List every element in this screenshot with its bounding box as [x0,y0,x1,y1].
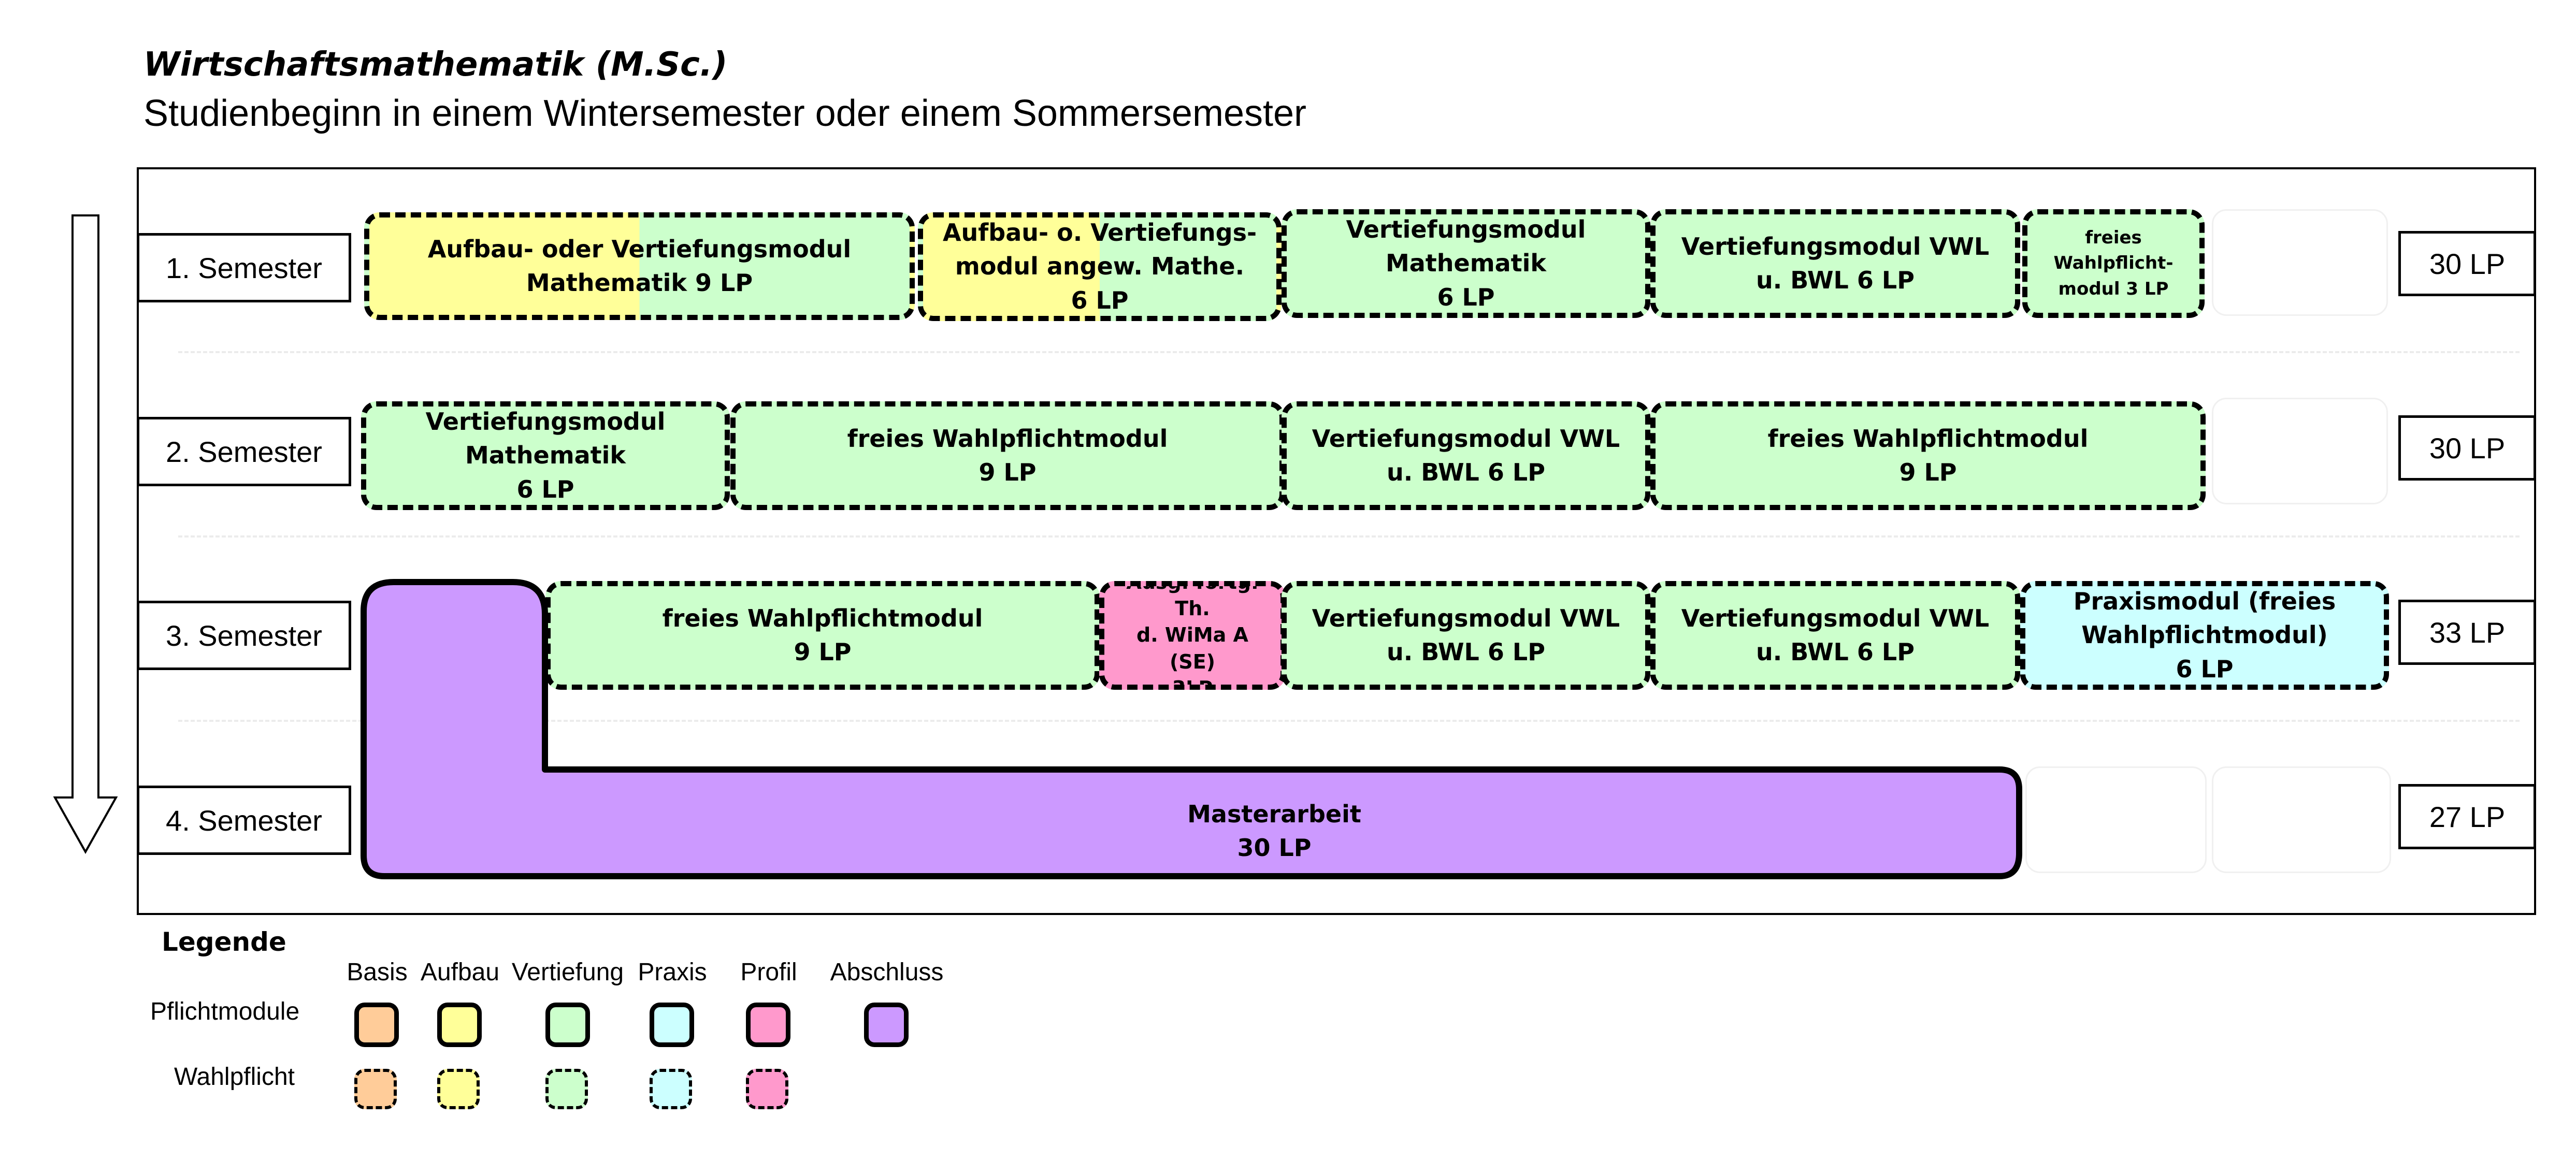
lp-total-semester-2: 30 LP [2398,415,2536,481]
legend-swatch-aufbau-pflicht [437,1003,482,1047]
module-s3-ausg-fortg-themen: Ausg. fortg. Th. d. WiMa A (SE) 3LP [1099,581,1286,690]
semester-label-1: 1. Semester [137,233,351,302]
module-s3-praxismodul: Praxismodul (freies Wahlpflichtmodul) 6 … [2020,581,2389,690]
row-separator [178,351,2520,353]
module-s3-vertiefung-vwl-bwl-2: Vertiefungsmodul VWL u. BWL 6 LP [1650,581,2020,690]
module-s2-vertiefung-vwl-bwl: Vertiefungsmodul VWL u. BWL 6 LP [1282,401,1650,510]
legend-column-abschluss: Abschluss [830,959,944,986]
lp-total-semester-4: 27 LP [2398,784,2536,849]
legend-column-vertiefung: Vertiefung [511,959,624,986]
lp-total-semester-3: 33 LP [2398,600,2536,665]
semester-label-3: 3. Semester [137,601,351,670]
legend-swatch-basis-wahlpflicht [354,1069,397,1109]
lp-total-semester-1: 30 LP [2398,231,2536,296]
empty-slot [2212,398,2388,504]
legend-swatch-profil-wahlpflicht [746,1069,788,1109]
legend-row-pflichtmodule: Pflichtmodule [150,998,300,1025]
legend-column-praxis: Praxis [638,959,707,986]
module-s1-aufbau-vertiefung-angew-mathe: Aufbau- o. Vertiefungs- modul angew. Mat… [918,212,1282,321]
timeline-arrow-icon [53,214,118,854]
legend-swatch-aufbau-wahlpflicht [437,1069,480,1109]
legend-swatch-vertiefung-wahlpflicht [545,1069,588,1109]
legend-swatch-praxis-pflicht [650,1003,694,1047]
module-masterarbeit: Masterarbeit 30 LP [1187,800,1361,862]
module-s1-aufbau-vertiefung-mathematik: Aufbau- oder Vertiefungsmodul Mathematik… [364,212,915,320]
legend-row-wahlpflicht: Wahlpflicht [174,1063,295,1091]
module-s2-freies-wahlpflicht: freies Wahlpflichtmodul 9 LP [730,401,1285,510]
legend-title: Legende [162,927,286,957]
row-separator [178,535,2520,538]
semester-label-4: 4. Semester [137,786,351,855]
module-s2-vertiefung-mathematik: Vertiefungsmodul Mathematik 6 LP [361,401,730,510]
legend-swatch-basis-pflicht [354,1003,399,1047]
empty-slot [2212,766,2391,873]
semester-label-2: 2. Semester [137,417,351,486]
page-subtitle: Studienbeginn in einem Wintersemester od… [143,93,1307,134]
empty-slot [2025,766,2207,873]
module-s3-freies-wahlpflicht: freies Wahlpflichtmodul 9 LP [545,581,1100,690]
legend-swatch-vertiefung-pflicht [545,1003,590,1047]
row-separator [178,720,2520,722]
legend-swatch-praxis-wahlpflicht [650,1069,692,1109]
module-s1-freies-wahlpflicht: freies Wahlpflicht- modul 3 LP [2022,209,2205,318]
module-s2-freies-wahlpflicht-2: freies Wahlpflichtmodul 9 LP [1650,401,2206,510]
legend-swatch-profil-pflicht [746,1003,790,1047]
page-title: Wirtschaftsmathematik (M.Sc.) [143,46,728,84]
empty-slot [2212,209,2388,316]
module-s1-vertiefung-vwl-bwl: Vertiefungsmodul VWL u. BWL 6 LP [1650,209,2020,318]
module-s1-vertiefung-mathematik: Vertiefungsmodul Mathematik 6 LP [1282,209,1650,318]
legend-column-aufbau: Aufbau [420,959,500,986]
legend-column-basis: Basis [347,959,408,986]
legend-swatch-abschluss-pflicht [864,1003,909,1047]
module-s3-vertiefung-vwl-bwl: Vertiefungsmodul VWL u. BWL 6 LP [1282,581,1650,690]
legend-column-profil: Profil [740,959,797,986]
